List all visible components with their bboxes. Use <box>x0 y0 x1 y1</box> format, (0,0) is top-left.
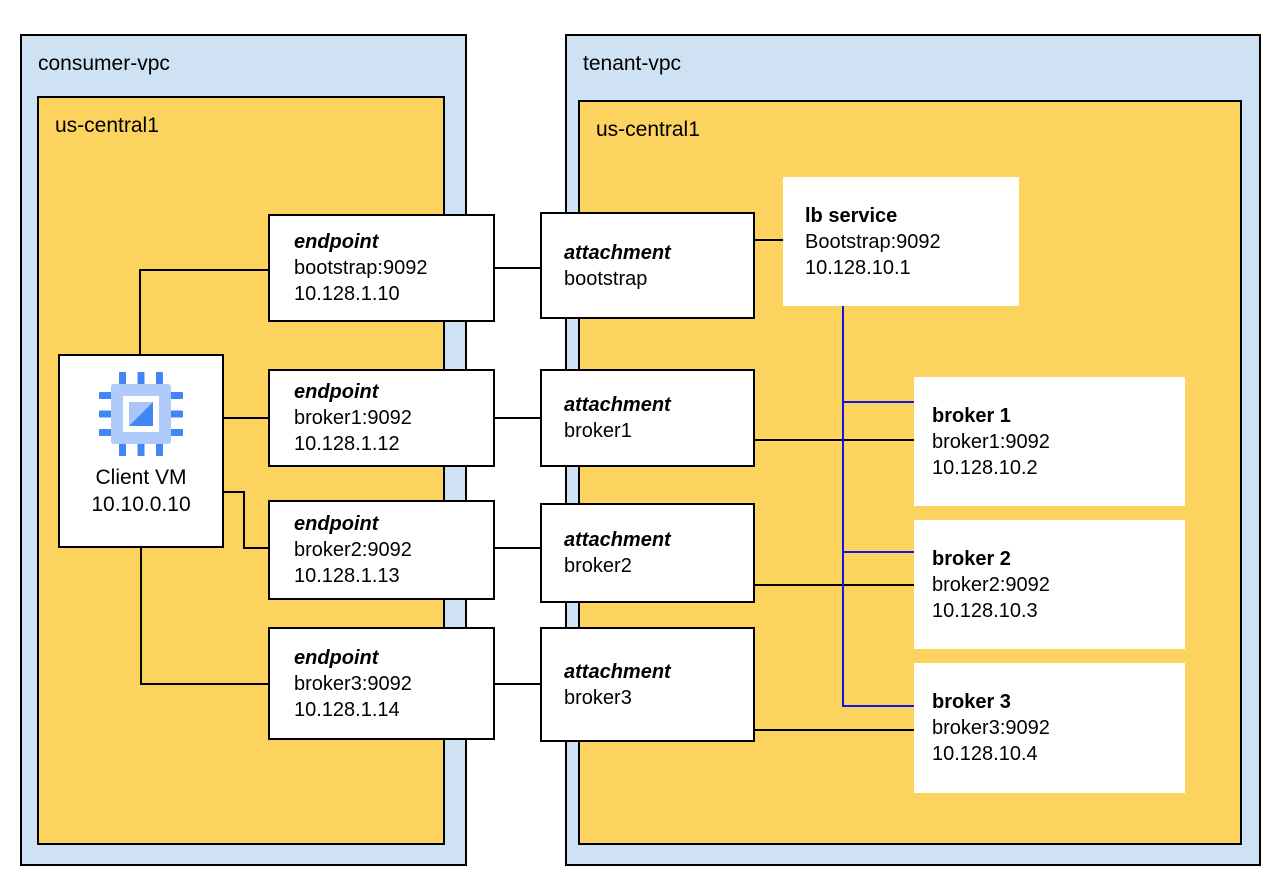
attachment-name: broker2 <box>564 555 632 577</box>
broker-title: broker 2 <box>932 547 1011 570</box>
broker-service: broker3:9092 <box>932 717 1050 739</box>
tenant-vpc-label: tenant-vpc <box>583 52 682 75</box>
consumer-vpc-label: consumer-vpc <box>38 52 170 75</box>
broker-title: broker 1 <box>932 404 1011 427</box>
client-vm-name: Client VM <box>95 466 187 489</box>
endpoint-ip: 10.128.1.10 <box>294 283 400 305</box>
attachment-broker3-box: attachment broker3 <box>540 627 755 742</box>
endpoint-service: bootstrap:9092 <box>294 257 428 279</box>
broker-title: broker 3 <box>932 691 1011 713</box>
broker-service: broker2:9092 <box>932 573 1050 596</box>
broker-1-box: broker 1 broker1:9092 10.128.10.2 <box>914 377 1185 506</box>
endpoint-service: broker1:9092 <box>294 407 412 429</box>
endpoint-ip: 10.128.1.13 <box>294 565 400 587</box>
endpoint-ip: 10.128.1.14 <box>294 698 400 721</box>
compute-engine-cpu-icon <box>99 372 183 456</box>
endpoint-type-label: endpoint <box>294 513 379 535</box>
broker-service: broker1:9092 <box>932 430 1050 453</box>
attachment-broker2-box: attachment broker2 <box>540 503 755 603</box>
attachment-type-label: attachment <box>564 394 671 416</box>
attachment-broker1-box: attachment broker1 <box>540 369 755 467</box>
consumer-region-label: us-central1 <box>55 114 159 137</box>
endpoint-broker2-box: endpoint broker2:9092 10.128.1.13 <box>268 500 495 600</box>
endpoint-service: broker2:9092 <box>294 539 412 561</box>
broker-ip: 10.128.10.3 <box>932 599 1038 622</box>
endpoint-type-label: endpoint <box>294 381 379 403</box>
endpoint-service: broker3:9092 <box>294 672 412 695</box>
lb-service-listener: Bootstrap:9092 <box>805 230 941 253</box>
attachment-bootstrap-box: attachment bootstrap <box>540 212 755 319</box>
endpoint-type-label: endpoint <box>294 231 379 253</box>
endpoint-broker1-box: endpoint broker1:9092 10.128.1.12 <box>268 369 495 467</box>
broker-3-box: broker 3 broker3:9092 10.128.10.4 <box>914 663 1185 793</box>
broker-ip: 10.128.10.4 <box>932 743 1038 765</box>
endpoint-type-label: endpoint <box>294 646 379 669</box>
lb-service-ip: 10.128.10.1 <box>805 256 911 279</box>
attachment-name: broker3 <box>564 686 632 709</box>
client-vm-ip: 10.10.0.10 <box>91 493 191 516</box>
endpoint-broker3-box: endpoint broker3:9092 10.128.1.14 <box>268 627 495 740</box>
broker-2-box: broker 2 broker2:9092 10.128.10.3 <box>914 520 1185 649</box>
broker-ip: 10.128.10.2 <box>932 456 1038 479</box>
endpoint-ip: 10.128.1.12 <box>294 433 400 455</box>
client-vm-box: Client VM 10.10.0.10 <box>58 354 224 548</box>
endpoint-bootstrap-box: endpoint bootstrap:9092 10.128.1.10 <box>268 214 495 322</box>
attachment-type-label: attachment <box>564 241 671 264</box>
attachment-name: bootstrap <box>564 267 648 290</box>
attachment-type-label: attachment <box>564 529 671 551</box>
tenant-region-label: us-central1 <box>596 118 700 141</box>
attachment-type-label: attachment <box>564 660 671 683</box>
lb-service-box: lb service Bootstrap:9092 10.128.10.1 <box>783 177 1019 306</box>
lb-service-title: lb service <box>805 204 898 227</box>
attachment-name: broker1 <box>564 420 632 442</box>
